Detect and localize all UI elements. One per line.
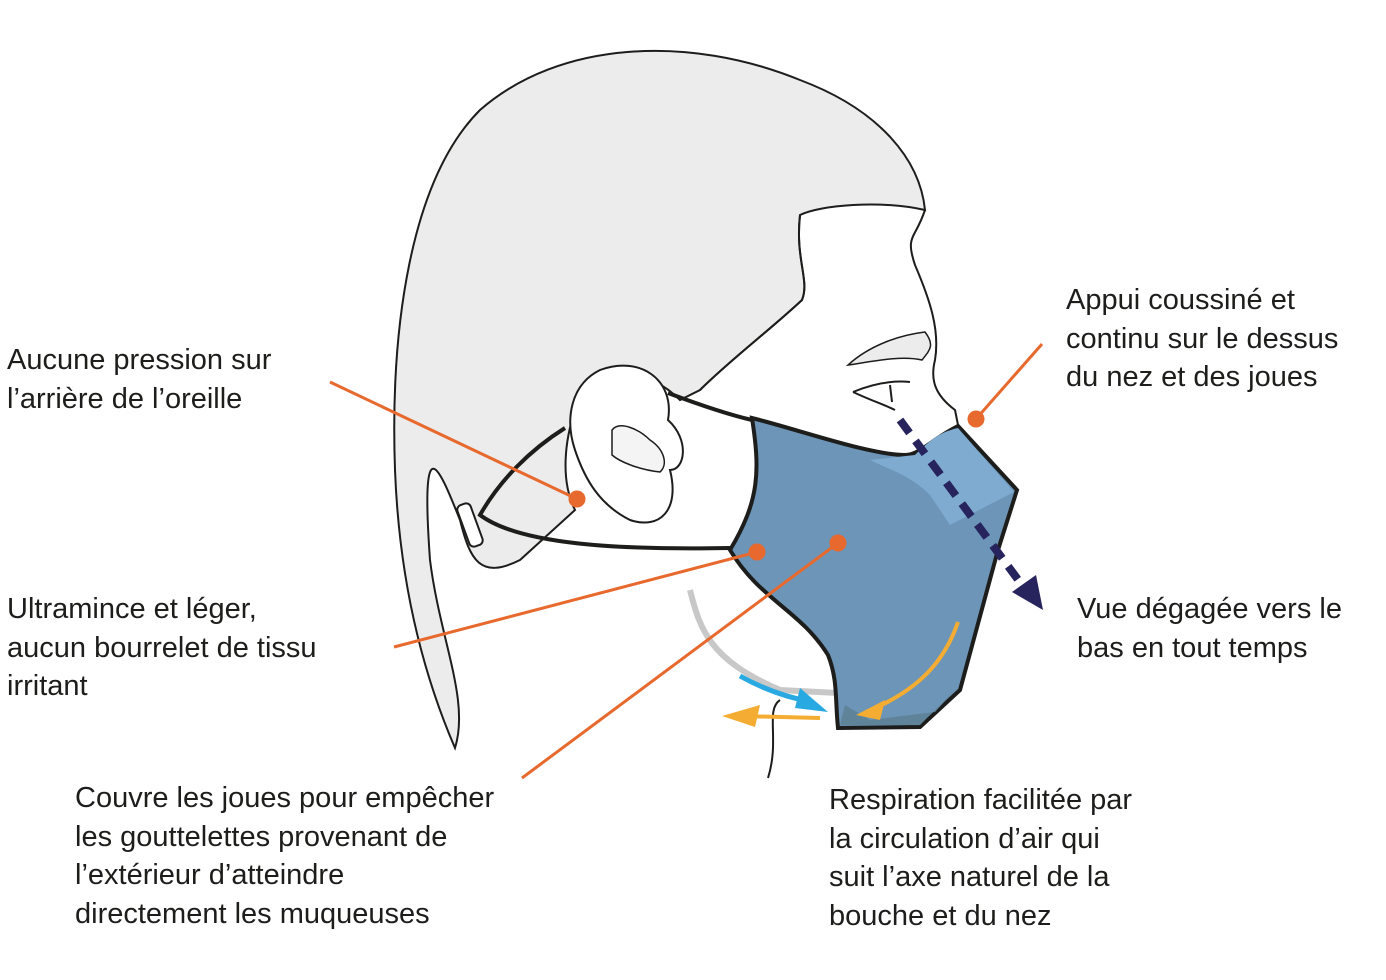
label-line: Appui coussiné et (1066, 284, 1295, 316)
leader-cheeks (521, 541, 839, 780)
face-outline (699, 209, 959, 426)
exhale-arrowhead-inner (856, 700, 885, 720)
label-line: suit l’axe naturel de la (829, 861, 1110, 893)
view-direction-arrowhead (1012, 575, 1043, 610)
label-line: irritant (7, 670, 88, 702)
label-line: Vue dégagée vers le (1077, 593, 1342, 625)
label-line: les gouttelettes provenant de (75, 820, 448, 853)
label-line: l’arrière de l’oreille (7, 382, 243, 415)
label-cheek-coverage: Couvre les joues pour empêcher les goutt… (75, 779, 494, 933)
leader-nose (974, 343, 1044, 420)
label-line: Aucune pression sur (7, 344, 272, 376)
leader-nose-dot (967, 410, 985, 428)
label-line: l’extérieur d’atteindre (75, 859, 345, 891)
label-line: directement les muqueuses (75, 897, 430, 930)
mask-nose-highlight (870, 428, 1014, 525)
eye (852, 380, 911, 411)
label-line: Couvre les joues pour empêcher (75, 782, 495, 814)
label-line: bas en tout temps (1077, 631, 1308, 664)
label-line: aucun bourrelet de tissu (7, 631, 317, 664)
leader-ear-dot (568, 490, 586, 508)
exhale-arrowhead (722, 705, 760, 727)
view-direction-dashes (896, 417, 1026, 588)
label-line: la circulation d’air qui (829, 822, 1100, 855)
label-nose-support: Appui coussiné et continu sur le dessus … (1066, 281, 1338, 397)
leader-thin (393, 550, 758, 649)
leader-ear (329, 380, 578, 501)
label-breathing: Respiration facilitée par la circulation… (829, 781, 1132, 935)
neck-line (767, 699, 781, 779)
neck (687, 589, 839, 696)
eyebrow (845, 331, 932, 367)
leader-thin-dot (748, 543, 766, 561)
label-line: du nez et des joues (1066, 361, 1318, 393)
label-line: Ultramince et léger, (7, 593, 257, 625)
strap-adjuster (456, 502, 484, 548)
mask-bottom-shade (840, 690, 955, 725)
label-clear-view: Vue dégagée vers le bas en tout temps (1077, 590, 1342, 667)
label-line: Respiration facilitée par (829, 784, 1133, 816)
leader-cheeks-dot (829, 534, 847, 552)
label-line: continu sur le dessus (1066, 322, 1339, 355)
ear-strap (477, 391, 753, 551)
inhale-arrowhead (795, 688, 828, 712)
label-ear-pressure: Aucune pression sur l’arrière de l’oreil… (7, 341, 271, 418)
label-line: bouche et du nez (829, 899, 1052, 932)
label-ultrathin: Ultramince et léger, aucun bourrelet de … (7, 590, 317, 706)
ear-inner (611, 425, 666, 473)
